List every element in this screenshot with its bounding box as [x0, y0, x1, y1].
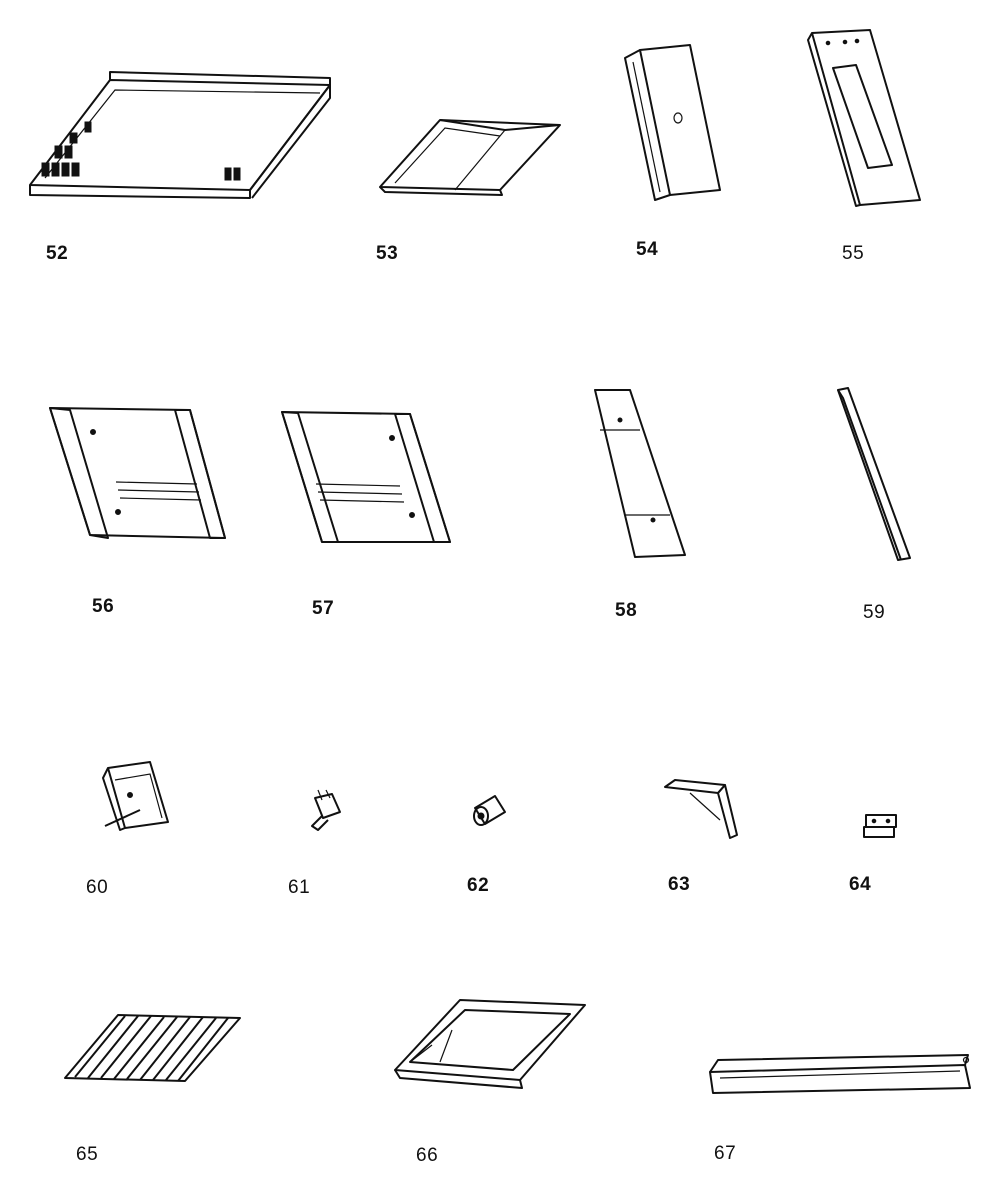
part-58-strip [594, 389, 686, 558]
part-66-pan [394, 999, 586, 1089]
part-label-57: 57 [312, 598, 335, 619]
part-label-54: 54 [636, 239, 659, 260]
part-label-63: 63 [668, 874, 691, 895]
part-label-67: 67 [714, 1143, 737, 1164]
part-53-panel [379, 119, 561, 196]
part-label-61: 61 [288, 877, 311, 898]
part-label-62: 62 [467, 875, 490, 896]
part-62-bushing [473, 795, 506, 826]
part-label-52: 52 [46, 243, 69, 264]
part-59-angle-rail [837, 387, 911, 561]
part-56-rail-panel [49, 407, 226, 539]
part-label-65: 65 [76, 1144, 99, 1165]
part-label-55: 55 [842, 243, 865, 264]
part-55-window-plate [807, 29, 921, 207]
part-61-fitting [311, 789, 341, 831]
part-57-rail-panel [281, 411, 451, 543]
part-60-box [102, 761, 169, 831]
part-label-53: 53 [376, 243, 399, 264]
part-65-grate [64, 1014, 241, 1082]
part-54-channel [624, 44, 721, 201]
part-64-hinge [863, 814, 897, 838]
part-label-60: 60 [86, 877, 109, 898]
part-label-64: 64 [849, 874, 872, 895]
part-63-bracket [664, 779, 738, 839]
part-label-59: 59 [863, 602, 886, 623]
part-label-58: 58 [615, 600, 638, 621]
part-52-tray [29, 71, 331, 199]
part-label-66: 66 [416, 1145, 439, 1166]
part-label-56: 56 [92, 596, 115, 617]
part-67-long-channel [709, 1054, 971, 1094]
